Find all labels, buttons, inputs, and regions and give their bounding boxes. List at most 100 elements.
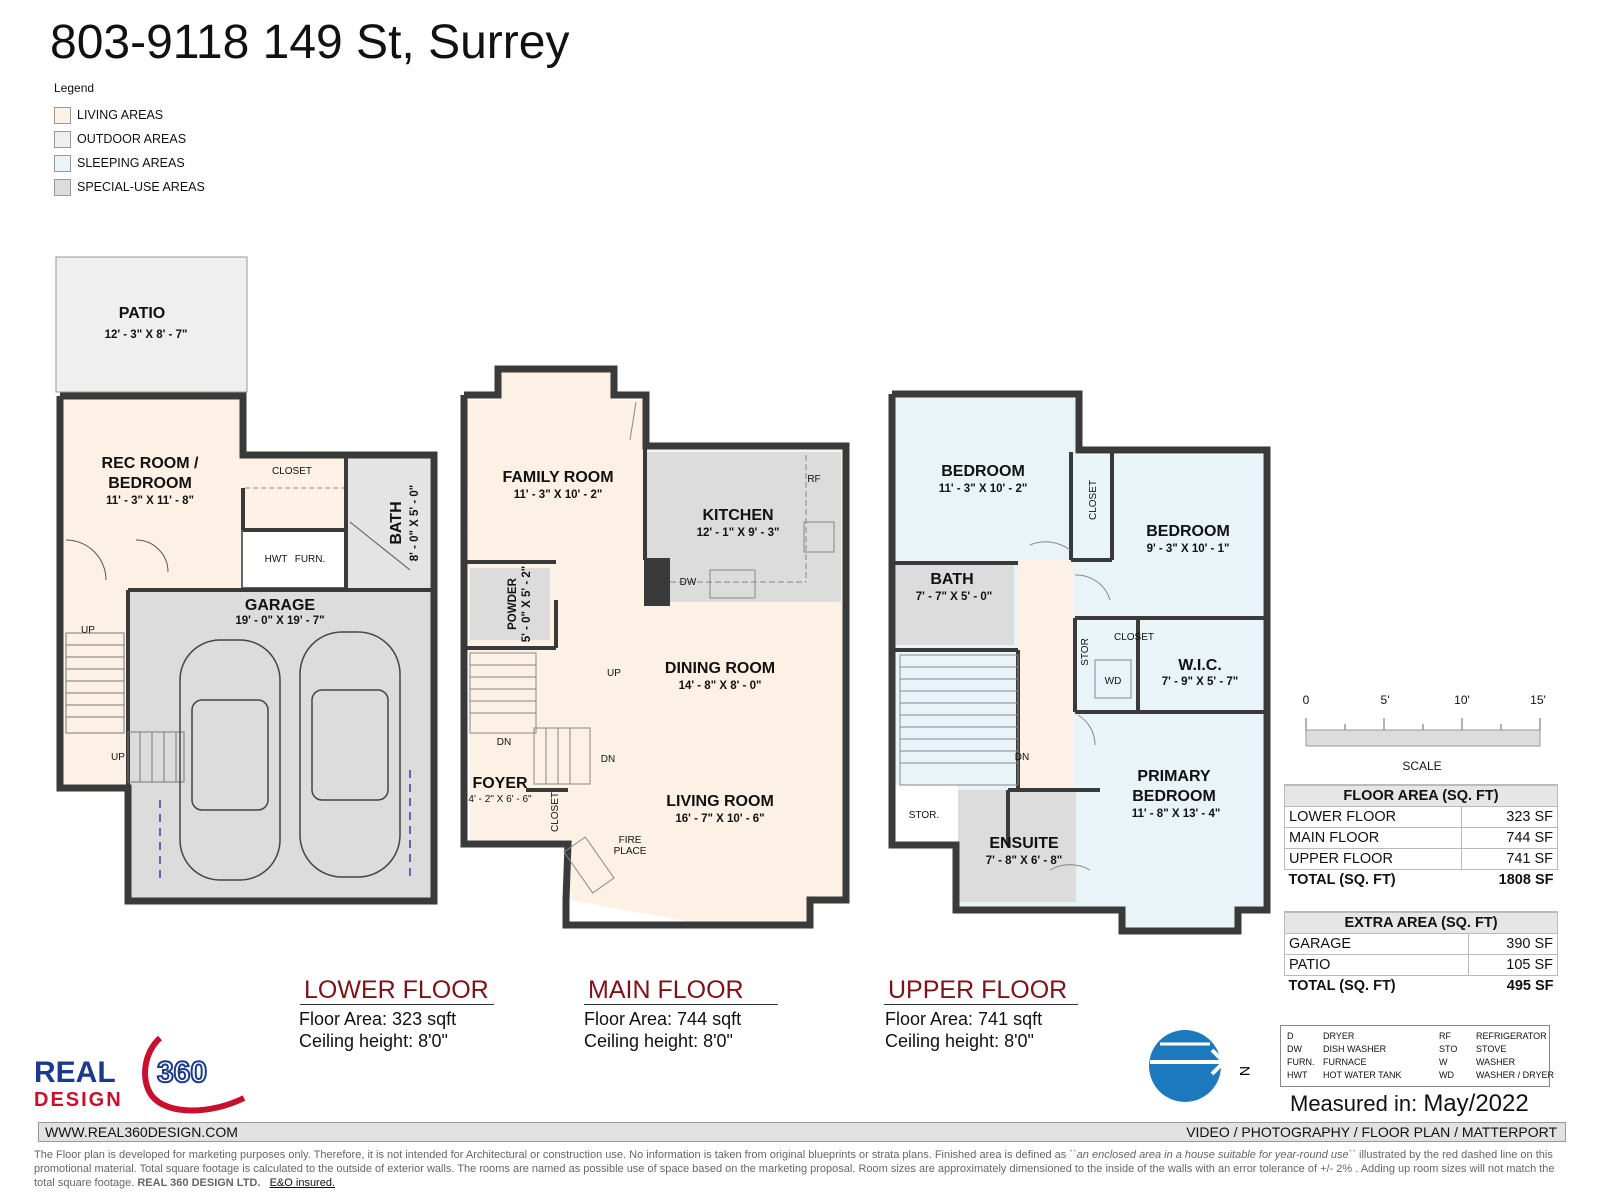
- table-total-row: TOTAL (SQ. FT) 495 SF: [1285, 976, 1558, 997]
- abbr-text: HOT WATER TANK: [1323, 1070, 1402, 1080]
- row-label: UPPER FLOOR: [1283, 848, 1463, 870]
- family-room-dim: 11' - 3" X 10' - 2": [514, 489, 603, 501]
- family-room-name: FAMILY ROOM: [502, 469, 613, 486]
- dining-room-name: DINING ROOM: [665, 660, 775, 677]
- primary-bedroom-name: PRIMARY: [1137, 768, 1211, 785]
- upper-floor-info: Floor Area: 741 sqft Ceiling height: 8'0…: [885, 1008, 1042, 1052]
- legend-item-sleeping: SLEEPING AREAS: [54, 154, 185, 172]
- rf-label: RF: [807, 474, 820, 485]
- wd-label: WD: [1105, 676, 1122, 687]
- row-label: PATIO: [1284, 954, 1469, 976]
- patio-dim: 12' - 3" X 8' - 7": [105, 329, 188, 341]
- scale-bar: 0 5' 10' 15' SCALE: [1303, 693, 1546, 773]
- logo-word-real: REAL: [34, 1056, 116, 1089]
- legend-label: OUTDOOR AREAS: [77, 132, 187, 146]
- upper-stair-dn: DN: [1015, 752, 1029, 763]
- scale-label: SCALE: [1402, 759, 1441, 773]
- measured-date: Measured in: May/2022: [1290, 1090, 1529, 1118]
- main-floor-heading: MAIN FLOOR: [584, 976, 778, 1005]
- total-label: TOTAL (SQ. FT): [1288, 978, 1396, 994]
- abbr-text: DISH WASHER: [1323, 1044, 1387, 1054]
- abbr-text: STOVE: [1476, 1044, 1507, 1054]
- legend-label: LIVING AREAS: [77, 108, 164, 122]
- bath-floor: [348, 458, 430, 588]
- compass-icon: N: [1149, 1030, 1253, 1102]
- lower-bath-dim: 8' - 0" X 5' - 0": [409, 485, 421, 561]
- row-label: LOWER FLOOR: [1283, 806, 1463, 828]
- patio-name: PATIO: [119, 305, 166, 322]
- footer-website-link[interactable]: WWW.REAL360DESIGN.COM: [45, 1124, 238, 1140]
- legend-label: SLEEPING AREAS: [77, 156, 185, 170]
- lower-floor-area: Floor Area: 323 sqft: [299, 1009, 457, 1029]
- living-room-dim: 16' - 7" X 10' - 6": [675, 813, 764, 825]
- extra-area-title: EXTRA AREA (SQ. FT): [1284, 911, 1558, 934]
- total-value: 495 SF: [1506, 978, 1554, 994]
- upper-bath-name: BATH: [930, 571, 973, 588]
- lower-closet-label: CLOSET: [272, 466, 312, 477]
- footer-bar: WWW.REAL360DESIGN.COM VIDEO / PHOTOGRAPH…: [38, 1122, 1566, 1142]
- legend-swatch: [54, 130, 71, 148]
- main-floor-info: Floor Area: 744 sqft Ceiling height: 8'0…: [584, 1008, 741, 1052]
- measured-value: May/2022: [1423, 1090, 1529, 1117]
- powder-dim: 5' - 0" X 5' - 2": [521, 566, 533, 642]
- row-label: MAIN FLOOR: [1283, 827, 1463, 849]
- powder-name: POWDER: [507, 577, 519, 629]
- table-total-row: TOTAL (SQ. FT)1808 SF: [1285, 870, 1558, 891]
- abbr-text: REFRIGERATOR: [1476, 1031, 1547, 1041]
- bedroom-2-dim: 9' - 3" X 10' - 1": [1147, 543, 1230, 555]
- upper-stor-dot-label: STOR.: [909, 810, 939, 821]
- garage-dim: 19' - 0" X 19' - 7": [235, 615, 324, 627]
- lower-stair-up: UP: [81, 625, 95, 636]
- main-stair-dn-2: DN: [601, 754, 615, 765]
- company-logo: REAL 360 DESIGN: [32, 1030, 262, 1130]
- ensuite-dim: 7' - 8" X 6' - 8": [986, 855, 1062, 867]
- foyer-closet: CLOSET: [550, 792, 561, 832]
- rec-room-name-2: BEDROOM: [108, 475, 192, 492]
- row-value: 323 SF: [1461, 806, 1558, 828]
- lower-floor-heading: LOWER FLOOR: [300, 976, 494, 1005]
- dw-label: DW: [680, 577, 697, 588]
- furn-label: FURN.: [295, 554, 326, 565]
- disclaimer-quote: ``an enclosed area in a house suitable f…: [1069, 1149, 1356, 1161]
- total-label: TOTAL (SQ. FT): [1288, 872, 1396, 888]
- upper-bath-dim: 7' - 7" X 5' - 0": [916, 591, 992, 603]
- abbr-code: D: [1287, 1031, 1294, 1041]
- main-stair-up: UP: [607, 668, 621, 679]
- abbr-code: STO: [1439, 1044, 1458, 1054]
- logo-mark: REAL 360 DESIGN: [34, 1035, 246, 1114]
- ensuite-name: ENSUITE: [989, 835, 1059, 852]
- abbr-text: DRYER: [1323, 1031, 1355, 1041]
- disclaimer-company: REAL 360 DESIGN LTD.: [137, 1177, 261, 1189]
- lower-floor-plan: PATIO 12' - 3" X 8' - 7" REC ROOM / BEDR…: [55, 256, 438, 905]
- rec-room-dim: 11' - 3" X 11' - 8": [106, 495, 194, 507]
- dining-room-dim: 14' - 8" X 8' - 0": [679, 680, 762, 692]
- wic-name: W.I.C.: [1178, 657, 1222, 674]
- page-title: 803-9118 149 St, Surrey: [50, 16, 570, 69]
- upper-floor-heading: UPPER FLOOR: [884, 976, 1078, 1005]
- bedroom-1-closet: CLOSET: [1088, 480, 1099, 520]
- disclaimer-part: illustrated by the red dashed line on th…: [34, 1149, 1555, 1189]
- bedroom-2-name: BEDROOM: [1146, 523, 1230, 540]
- fireplace-label-2: PLACE: [614, 846, 647, 857]
- abbr-code: W: [1439, 1057, 1448, 1067]
- abbr-code: DW: [1287, 1044, 1302, 1054]
- garage-name: GARAGE: [245, 597, 316, 614]
- abbr-code: RF: [1439, 1031, 1451, 1041]
- foyer-name: FOYER: [472, 775, 528, 792]
- legend-item-outdoor: OUTDOOR AREAS: [54, 130, 186, 148]
- legend-item-special: SPECIAL-USE AREAS: [54, 178, 205, 196]
- scale-tick-15: 15': [1530, 693, 1546, 707]
- patio-area: [55, 256, 248, 393]
- main-stair-dn-1: DN: [497, 737, 511, 748]
- disclaimer-insured: E&O insured.: [269, 1177, 336, 1189]
- main-floor-ceiling: Ceiling height: 8'0": [584, 1031, 733, 1051]
- legend-label: SPECIAL-USE AREAS: [77, 180, 205, 194]
- logo-word-design: DESIGN: [34, 1089, 123, 1111]
- abbr-text: FURNACE: [1323, 1057, 1367, 1067]
